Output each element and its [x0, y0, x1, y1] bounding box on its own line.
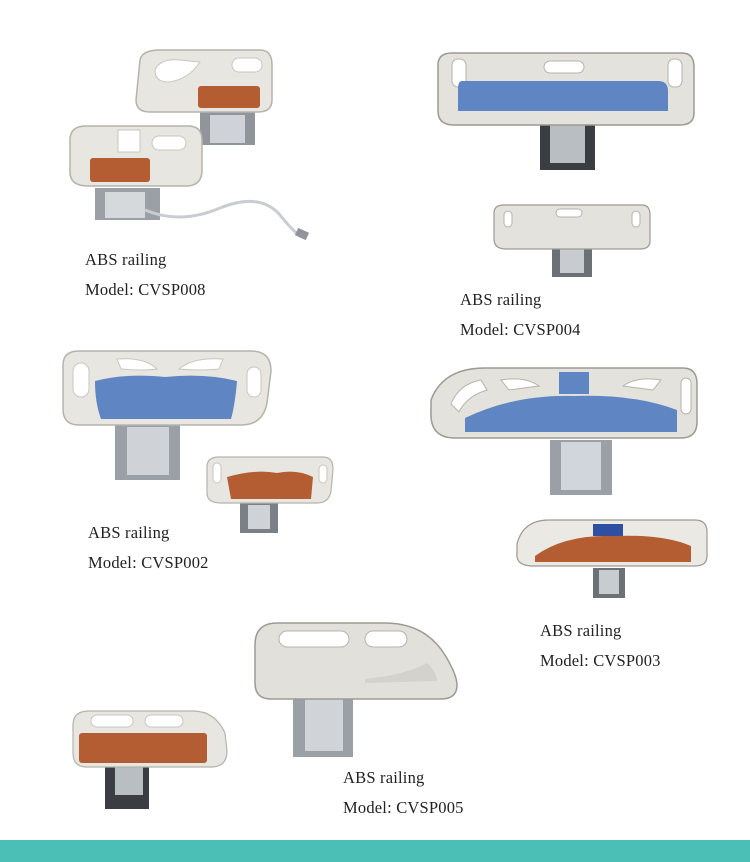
railing-large — [62, 350, 272, 480]
caption-cvsp005: ABS railing Model: CVSP005 — [343, 763, 464, 823]
railing-front — [69, 125, 310, 241]
railing-large — [437, 52, 695, 170]
railing-back — [135, 49, 273, 145]
railing-small — [493, 204, 651, 277]
caption-cvsp003: ABS railing Model: CVSP003 — [540, 616, 661, 676]
product-label: ABS railing — [460, 290, 542, 309]
railing-small — [516, 519, 708, 598]
product-model: Model: CVSP005 — [343, 798, 464, 817]
caption-cvsp008: ABS railing Model: CVSP008 — [85, 245, 206, 305]
product-model: Model: CVSP004 — [460, 320, 581, 339]
footer-bar — [0, 840, 750, 862]
railing-image-cvsp003 — [430, 367, 708, 598]
product-model: Model: CVSP008 — [85, 280, 206, 299]
product-label: ABS railing — [85, 250, 167, 269]
railing-small — [206, 456, 334, 533]
railing-large — [430, 367, 698, 495]
product-model: Model: CVSP003 — [540, 651, 661, 670]
product-label: ABS railing — [88, 523, 170, 542]
caption-cvsp002: ABS railing Model: CVSP002 — [88, 518, 209, 578]
railing-image-cvsp008 — [69, 49, 310, 241]
product-label: ABS railing — [343, 768, 425, 787]
product-model: Model: CVSP002 — [88, 553, 209, 572]
railing-image-cvsp005 — [72, 622, 458, 809]
railing-small — [72, 710, 228, 809]
railing-large — [254, 622, 458, 757]
railing-image-cvsp002 — [62, 350, 334, 533]
railing-image-cvsp004 — [437, 52, 695, 277]
caption-cvsp004: ABS railing Model: CVSP004 — [460, 285, 581, 345]
product-label: ABS railing — [540, 621, 622, 640]
